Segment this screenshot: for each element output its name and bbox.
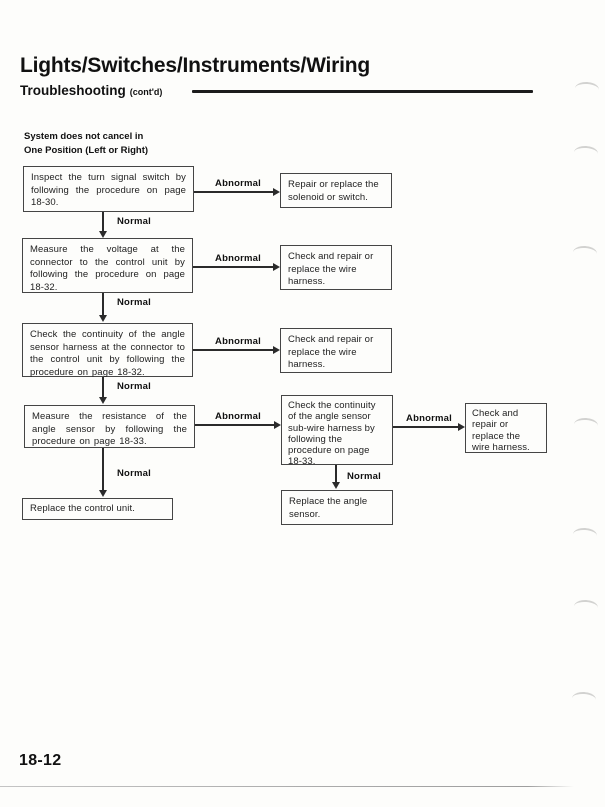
normal-label-2: Normal bbox=[117, 297, 151, 308]
normal-label-1: Normal bbox=[117, 216, 151, 227]
footer-rule bbox=[0, 786, 574, 787]
page-curl-mark bbox=[572, 245, 598, 261]
abnormal-label-4: Abnormal bbox=[215, 411, 261, 422]
condition-heading: System does not cancel in One Position (… bbox=[24, 130, 148, 157]
page-curl-mark bbox=[571, 691, 597, 707]
page-curl-mark bbox=[573, 417, 599, 433]
normal-label-3: Normal bbox=[117, 381, 151, 392]
flow-final-2: Replace the angle sensor. bbox=[281, 490, 393, 525]
flow-step-2: Measure the voltage at the connector to … bbox=[22, 238, 193, 293]
flow-result-2: Check and repair or replace the wire har… bbox=[280, 245, 392, 290]
abnormal-label-2: Abnormal bbox=[215, 253, 261, 264]
normal-arrow-1 bbox=[99, 212, 107, 238]
abnormal-arrow-4 bbox=[195, 421, 281, 429]
flow-step-4: Measure the resistance of the angle sens… bbox=[24, 405, 195, 448]
abnormal-label-5: Abnormal bbox=[406, 413, 452, 424]
page-curl-mark bbox=[573, 599, 599, 615]
abnormal-arrow-5 bbox=[393, 423, 465, 431]
page-subtitle-note: (cont'd) bbox=[129, 87, 163, 97]
abnormal-arrow-2 bbox=[193, 263, 280, 271]
flow-step-1: Inspect the turn signal switch by follow… bbox=[23, 166, 194, 212]
abnormal-arrow-1 bbox=[194, 188, 280, 196]
flow-final-1: Replace the control unit. bbox=[22, 498, 173, 520]
abnormal-label-3: Abnormal bbox=[215, 336, 261, 347]
normal-arrow-4 bbox=[99, 448, 107, 497]
section-rule bbox=[192, 90, 533, 93]
page-title: Lights/Switches/Instruments/Wiring bbox=[20, 54, 371, 77]
page-curl-mark bbox=[573, 145, 599, 161]
flow-result-4: Check and repair or replace the wire har… bbox=[465, 403, 547, 453]
normal-label-5: Normal bbox=[347, 471, 381, 482]
page-number: 18-12 bbox=[19, 752, 62, 769]
abnormal-label-1: Abnormal bbox=[215, 178, 261, 189]
flow-step-3: Check the continuity of the angle sensor… bbox=[22, 323, 193, 378]
normal-arrow-3 bbox=[99, 377, 107, 404]
condition-line-1: System does not cancel in bbox=[24, 131, 144, 142]
normal-arrow-2 bbox=[99, 293, 107, 322]
abnormal-arrow-3 bbox=[193, 346, 280, 354]
normal-arrow-5 bbox=[332, 465, 340, 489]
normal-label-4: Normal bbox=[117, 468, 151, 479]
page-subtitle-row: Troubleshooting(cont'd) bbox=[20, 82, 162, 100]
page-curl-mark bbox=[572, 527, 598, 543]
flow-result-3: Check and repair or replace the wire har… bbox=[280, 328, 392, 373]
page-curl-mark bbox=[574, 81, 600, 97]
page-subtitle: Troubleshooting bbox=[20, 83, 126, 98]
flow-step-5: Check the continuity of the angle sensor… bbox=[281, 395, 393, 467]
flow-result-1: Repair or replace the solenoid or switch… bbox=[280, 173, 392, 208]
condition-line-2: One Position (Left or Right) bbox=[24, 144, 149, 156]
